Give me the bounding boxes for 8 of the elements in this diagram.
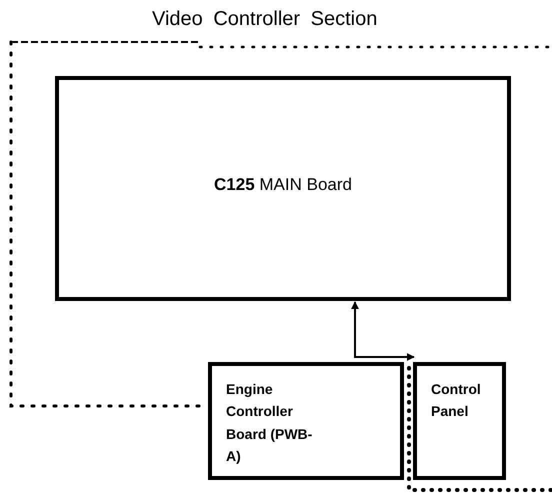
board-box bbox=[413, 362, 506, 480]
board-box bbox=[208, 362, 404, 480]
board-label: C125 MAIN Board bbox=[213, 174, 353, 196]
board-label: Control Panel bbox=[431, 380, 482, 422]
board-label: Engine Controller Board (PWB-A) bbox=[226, 380, 314, 466]
board-box bbox=[55, 76, 511, 301]
section-title: Video Controller Section bbox=[152, 8, 378, 31]
connector-arrow bbox=[351, 301, 415, 361]
